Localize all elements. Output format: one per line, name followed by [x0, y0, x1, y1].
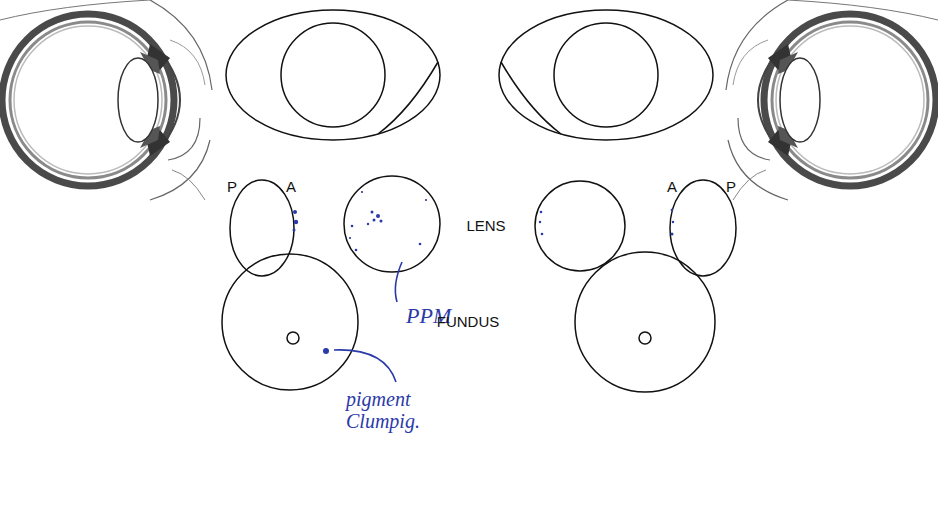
leader-line	[334, 350, 396, 382]
section-label: FUNDUS	[437, 314, 500, 331]
lens-front-view	[344, 176, 440, 272]
left-eye-section	[726, 0, 938, 200]
iris-circle	[554, 23, 658, 127]
fundus-circle	[575, 252, 715, 392]
fundus-circle	[222, 254, 358, 390]
lens-side-view	[230, 180, 294, 276]
iris-circle	[281, 23, 385, 127]
section-label: LENS	[466, 218, 505, 235]
disc-circle	[287, 332, 299, 344]
right-eye-section	[0, 0, 212, 200]
anterior-mark: A	[667, 179, 677, 196]
leader-line	[395, 262, 402, 302]
posterior-mark: P	[726, 179, 736, 196]
lens-front-view	[535, 181, 625, 271]
cornea-outline	[499, 10, 713, 140]
slit-line	[378, 62, 438, 134]
posterior-mark: P	[227, 179, 237, 196]
cornea-outline	[226, 10, 440, 140]
ink-marks	[293, 191, 675, 354]
anterior-mark: A	[286, 179, 296, 196]
slit-line	[501, 62, 561, 134]
disc-circle	[639, 332, 651, 344]
handwritten-note: pigment Clumpig.	[346, 388, 426, 432]
